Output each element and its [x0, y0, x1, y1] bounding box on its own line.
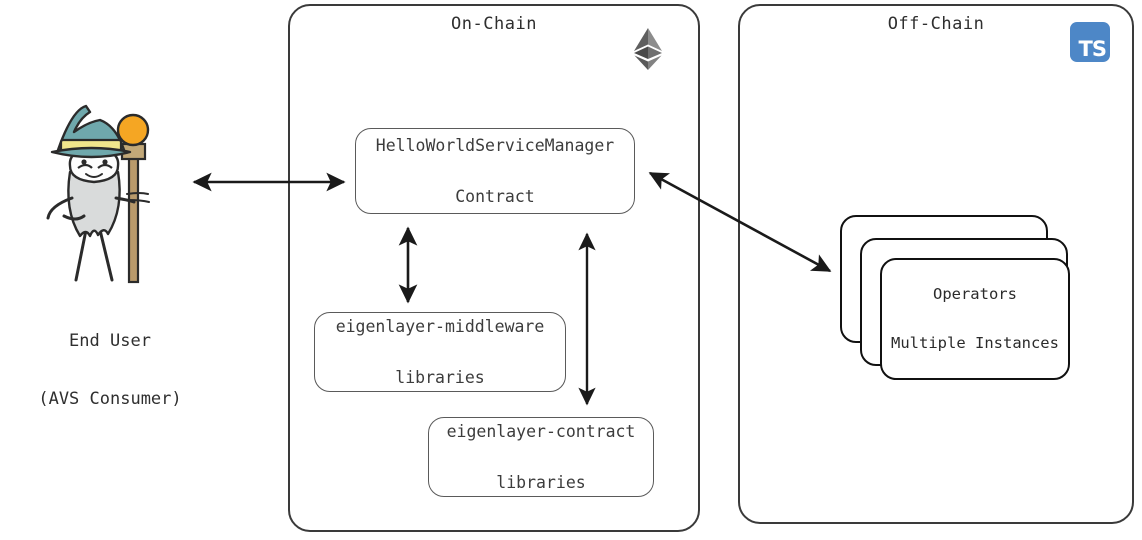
zone-off-chain-title: Off-Chain — [887, 14, 985, 34]
zone-on-chain-title: On-Chain — [451, 14, 537, 34]
end-user-label-line2: (AVS Consumer) — [38, 388, 182, 409]
node-contract-libraries-line2: libraries — [496, 472, 586, 492]
node-operators-line2: Multiple Instances — [891, 334, 1059, 353]
node-middleware-libraries-line1: eigenlayer-middleware — [335, 316, 545, 336]
node-operators-line1: Operators — [932, 284, 1017, 303]
operators-card-front: Operators Multiple Instances — [880, 258, 1070, 380]
node-contract-libraries-line1: eigenlayer-contract — [446, 421, 636, 441]
node-middleware-libraries: eigenlayer-middleware libraries — [314, 312, 566, 392]
end-user-label: End User (AVS Consumer) — [0, 298, 220, 442]
ethereum-logo — [632, 27, 664, 71]
node-middleware-libraries-line2: libraries — [395, 367, 485, 387]
node-contract-libraries: eigenlayer-contract libraries — [428, 417, 654, 497]
node-service-manager-line1: HelloWorldServiceManager — [375, 135, 615, 155]
wizard-avatar — [28, 102, 168, 291]
node-service-manager-line2: Contract — [455, 186, 535, 206]
typescript-logo: TS — [1070, 22, 1110, 62]
end-user-label-line1: End User — [69, 330, 151, 351]
node-service-manager: HelloWorldServiceManager Contract — [355, 128, 635, 214]
typescript-logo-text: TS — [1078, 37, 1107, 61]
